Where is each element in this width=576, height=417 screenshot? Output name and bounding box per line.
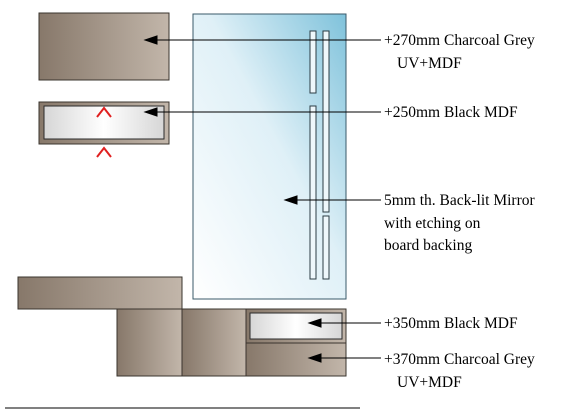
leader-arrowhead-charcoal-370	[307, 353, 322, 363]
label-mirror-line1: 5mm th. Back-lit Mirror	[384, 192, 536, 209]
marker-arrow-bottom	[96, 146, 112, 158]
label-charcoal-370-line1: +370mm Charcoal Grey	[384, 351, 535, 368]
etching-slots	[309, 30, 330, 280]
etching-slot-4	[322, 215, 330, 280]
leader-arrowhead-black-350	[307, 318, 322, 328]
label-charcoal-270-line2: UV+MDF	[397, 55, 462, 72]
label-black-350: +350mm Black MDF	[384, 315, 518, 332]
black-mdf-panel-250	[43, 105, 165, 140]
annotation-labels: +270mm Charcoal Grey UV+MDF +250mm Black…	[384, 32, 536, 391]
charcoal-panel-270	[38, 12, 170, 81]
leader-arrowhead-charcoal-270	[143, 35, 158, 45]
label-mirror-line2: with etching on	[384, 215, 481, 232]
leader-arrowhead-mirror	[283, 195, 298, 205]
marker-arrow-top	[96, 106, 112, 118]
leader-arrowhead-black-250	[143, 107, 158, 117]
black-mdf-panel-350	[249, 312, 343, 340]
charcoal-plinth-left	[17, 276, 183, 310]
etching-slot-1	[309, 30, 317, 94]
charcoal-cabinet-left	[116, 308, 183, 377]
label-charcoal-370-line2: UV+MDF	[397, 374, 462, 391]
leaders	[143, 35, 381, 363]
charcoal-panel-370	[245, 342, 347, 377]
back-lit-mirror	[192, 13, 347, 300]
label-black-250: +250mm Black MDF	[384, 104, 518, 121]
charcoal-cabinet-center	[181, 308, 247, 377]
etching-slot-3	[322, 30, 330, 213]
label-mirror-line3: board backing	[384, 237, 472, 254]
etching-slot-2	[309, 105, 317, 280]
label-charcoal-270-line1: +270mm Charcoal Grey	[384, 32, 535, 49]
